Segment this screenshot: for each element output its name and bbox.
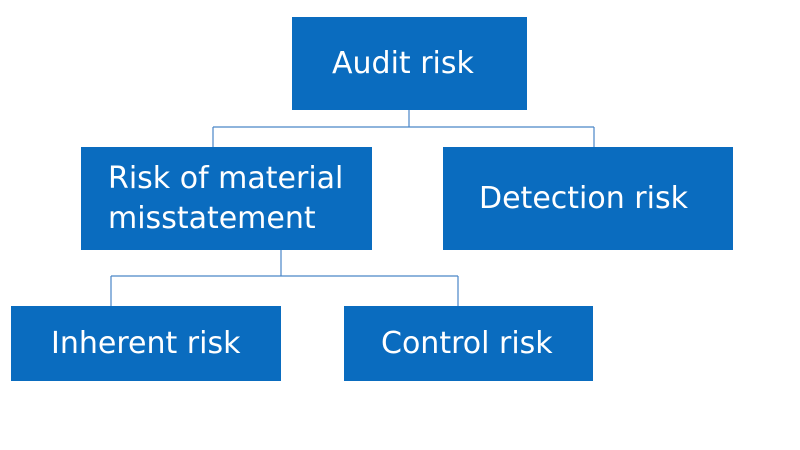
risk-of-material-misstatement-box: Risk of material misstatement xyxy=(81,147,372,250)
detection-risk-label: Detection risk xyxy=(479,180,688,216)
risk-of-material-misstatement-label: Risk of material misstatement xyxy=(108,160,344,236)
inherent-risk-label: Inherent risk xyxy=(51,325,241,361)
detection-risk-box: Detection risk xyxy=(443,147,733,250)
control-risk-box: Control risk xyxy=(344,306,593,381)
control-risk-label: Control risk xyxy=(381,325,553,361)
audit-risk-box: Audit risk xyxy=(292,17,527,110)
inherent-risk-box: Inherent risk xyxy=(11,306,281,381)
audit-risk-label: Audit risk xyxy=(332,45,474,81)
